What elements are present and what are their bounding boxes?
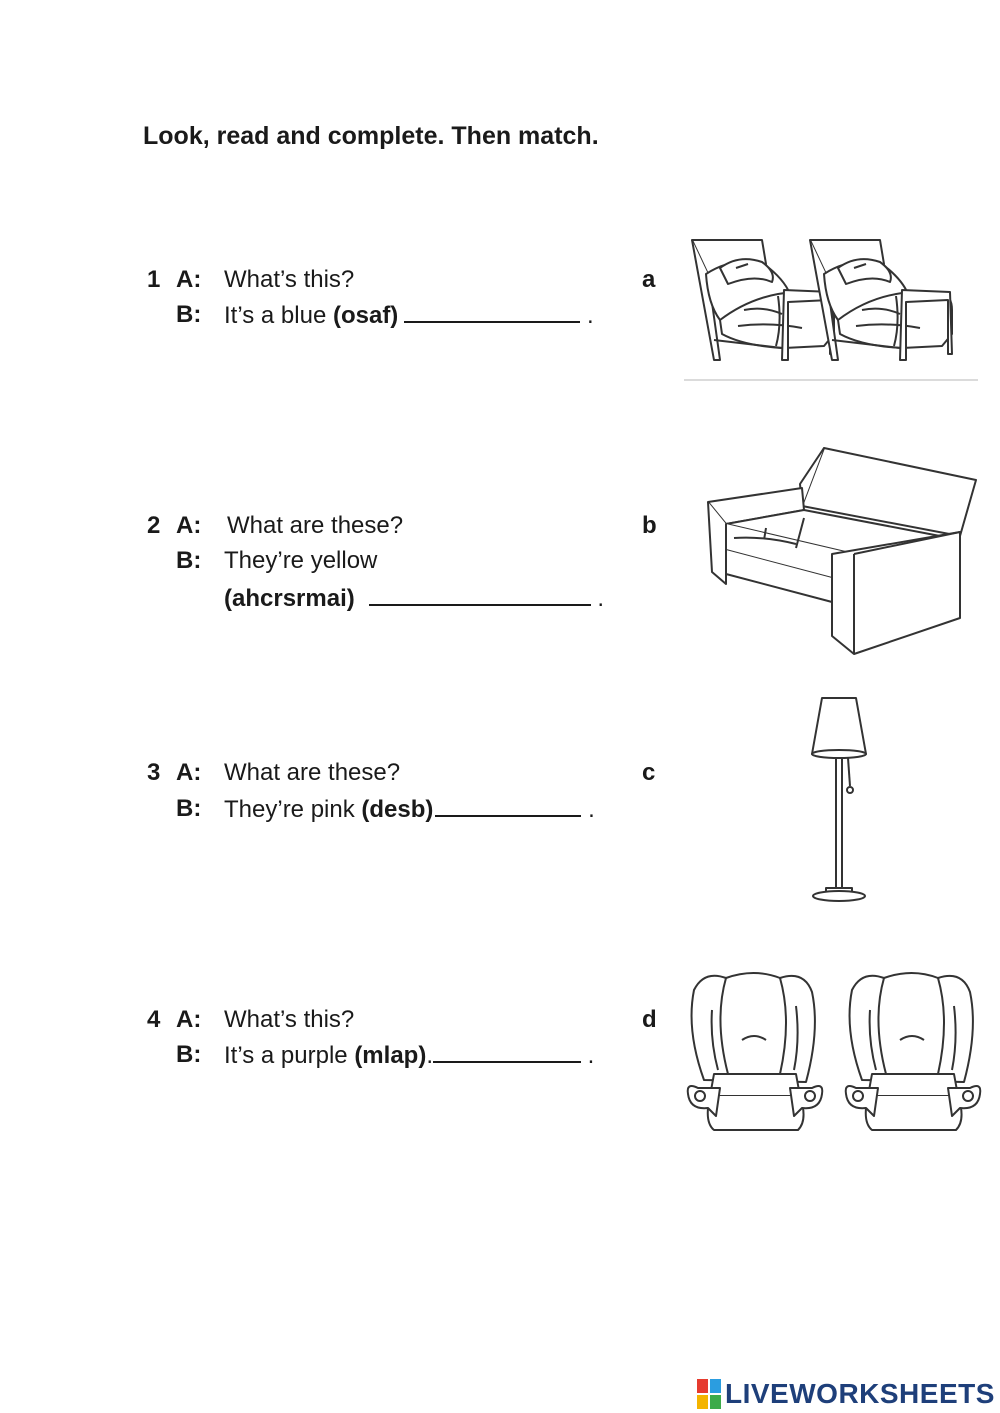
item-1-answer-text: It’s a blue xyxy=(224,302,333,329)
armchairs-icon xyxy=(684,970,990,1138)
item-1-b-label: B: xyxy=(176,301,202,328)
sofa-icon xyxy=(704,444,980,658)
item-2-answer: (ahcrsrmai) . xyxy=(224,584,604,613)
logo-mark-icon xyxy=(697,1379,721,1409)
item-3-letter: c xyxy=(642,759,656,786)
item-2-a-label: A: xyxy=(176,512,202,539)
logo-mark-l xyxy=(697,1379,708,1393)
item-3-b-label: B: xyxy=(176,795,202,822)
item-4-question: What’s this? xyxy=(224,1006,355,1033)
item-2-scrambled-word: (ahcrsrmai) xyxy=(224,585,355,612)
item-3-answer-text: They’re pink xyxy=(224,796,362,823)
item-2-period: . xyxy=(597,585,605,612)
logo-mark-v xyxy=(697,1395,708,1409)
item-1-a-label: A: xyxy=(176,266,202,293)
logo-mark-i xyxy=(710,1379,721,1393)
item-4-number: 4 xyxy=(147,1006,161,1033)
logo-mark-e xyxy=(710,1395,721,1409)
item-1-scrambled-word: (osaf) xyxy=(332,302,399,329)
item-2-answer-text: They’re yellow xyxy=(224,547,378,574)
item-4-scrambled-word: (mlap) xyxy=(354,1042,427,1069)
floor-lamp-icon xyxy=(806,694,872,906)
item-1-answer: It’s a blue (osaf) . xyxy=(224,301,594,330)
item-4-period: . xyxy=(587,1042,595,1069)
item-3-a-label: A: xyxy=(176,759,202,786)
item-2-question: What are these? xyxy=(227,512,404,539)
item-3-scrambled-word: (desb) xyxy=(361,796,434,823)
item-4-b-label: B: xyxy=(176,1041,202,1068)
item-1-period: . xyxy=(586,302,594,329)
item-4-answer-blank[interactable] xyxy=(432,1041,581,1063)
item-1-answer-blank[interactable] xyxy=(404,301,581,323)
worksheet-title: Look, read and complete. Then match. xyxy=(143,122,599,150)
item-3-answer-blank[interactable] xyxy=(435,795,582,817)
item-4-letter: d xyxy=(642,1006,657,1033)
beds-icon xyxy=(684,234,980,384)
item-4-answer-text: It’s a purple xyxy=(224,1042,355,1069)
item-2-number: 2 xyxy=(147,512,161,539)
item-1-letter: a xyxy=(642,266,656,293)
item-4-dot: . xyxy=(426,1042,433,1069)
item-3-question: What are these? xyxy=(224,759,401,786)
item-2-letter: b xyxy=(642,512,657,539)
item-2-answer-blank[interactable] xyxy=(368,584,591,606)
item-1-question: What’s this? xyxy=(224,266,355,293)
item-4-answer: It’s a purple (mlap). . xyxy=(224,1041,594,1070)
item-2-b-label: B: xyxy=(176,547,202,574)
item-3-period: . xyxy=(588,796,595,823)
item-1-number: 1 xyxy=(147,266,161,293)
logo-text: LIVEWORKSHEETS xyxy=(725,1378,995,1409)
liveworksheets-logo[interactable]: LIVEWORKSHEETS xyxy=(697,1377,995,1411)
item-4-a-label: A: xyxy=(176,1006,202,1033)
item-3-answer: They’re pink (desb) . xyxy=(224,795,595,824)
item-3-number: 3 xyxy=(147,759,161,786)
